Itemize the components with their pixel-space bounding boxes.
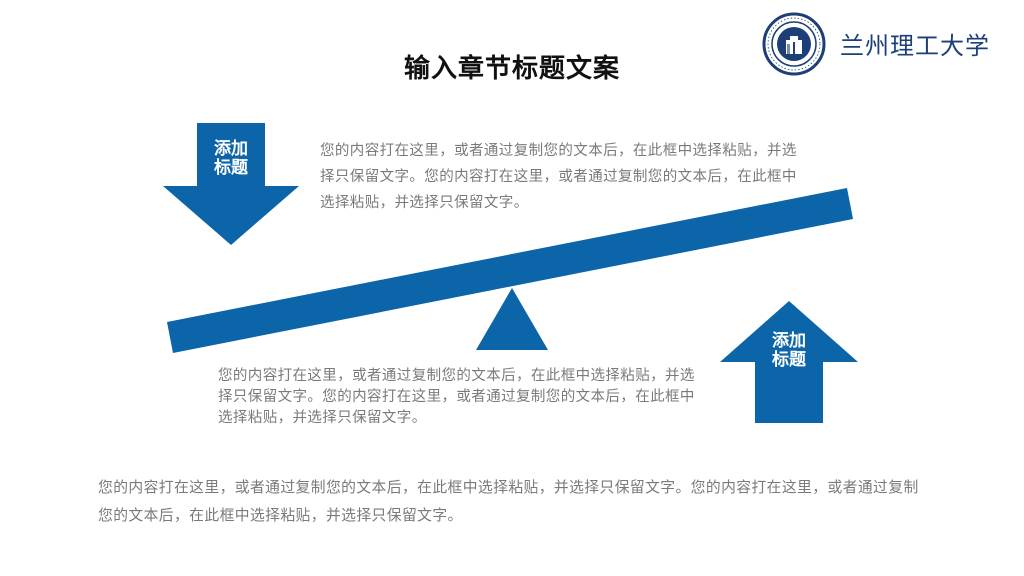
page-title: 输入章节标题文案 xyxy=(403,54,620,84)
content-text-top: 您的内容打在这里，或者通过复制您的文本后，在此框中选择粘贴，并选择只保留文字。您… xyxy=(320,143,797,211)
content-text-middle: 您的内容打在这里，或者通过复制您的文本后，在此框中选择粘贴，并选择只保留文字。您… xyxy=(218,368,695,426)
up-arrow-shape xyxy=(720,301,858,423)
content-text-bottom: 您的内容打在这里，或者通过复制您的文本后，在此框中选择粘贴，并选择只保留文字。您… xyxy=(98,479,919,524)
university-name: 兰州理工大学 xyxy=(840,32,990,60)
university-seal-icon xyxy=(762,12,826,76)
seesaw-plank xyxy=(167,188,853,353)
seesaw-fulcrum xyxy=(476,288,548,350)
down-arrow-shape xyxy=(163,123,299,245)
down-arrow-label: 添加 标题 xyxy=(214,139,248,178)
up-arrow-label: 添加 标题 xyxy=(772,331,806,370)
